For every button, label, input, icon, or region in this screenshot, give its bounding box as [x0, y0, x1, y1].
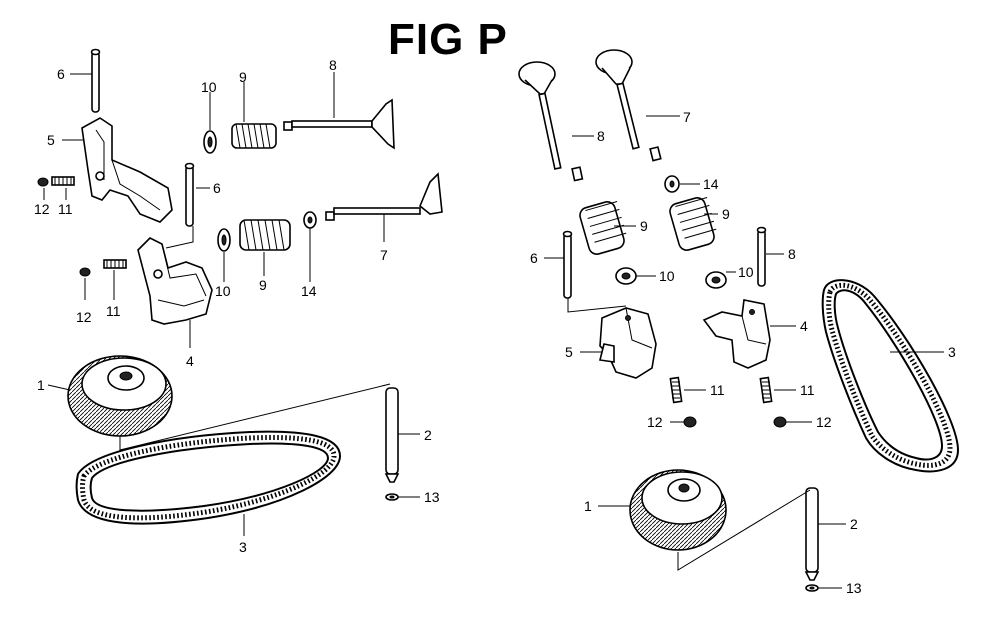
callout-2-shaft-right: 2: [850, 516, 858, 532]
callout-10-retainer-lower-left: 10: [215, 283, 231, 299]
washer-13-left: [385, 493, 399, 501]
timing-belt-3-right: [821, 279, 960, 473]
callout-8-valve-right: 8: [597, 128, 605, 144]
rocker-arm-5-right: [599, 307, 657, 379]
callout-8-valve-left: 8: [329, 57, 337, 73]
adjusting-screw-11-right-b: [759, 376, 773, 404]
callout-3-belt-right: 3: [948, 344, 956, 360]
shaft-2-right: [804, 487, 820, 581]
callout-9-spring-lower-left: 9: [259, 277, 267, 293]
callout-13-washer-left: 13: [424, 489, 440, 505]
valve-seal-14-right: [664, 175, 680, 193]
nut-12-right-a: [683, 416, 697, 428]
callout-11-screw-upper-left: 11: [58, 201, 73, 217]
valve-spring-9-upper-left: [231, 123, 277, 149]
callout-6-bolt-upper-left: 6: [57, 66, 65, 82]
callout-5-rocker-right: 5: [565, 344, 573, 360]
cam-pulley-1-right: [629, 469, 727, 551]
leader-lines-right: [544, 115, 944, 589]
valve-spring-9-right-b: [669, 196, 717, 251]
bolt-6-lower-left: [184, 162, 195, 227]
bolt-6-right-a: [562, 230, 573, 299]
spring-retainer-10-upper-left: [203, 130, 217, 154]
callout-1-pulley-left: 1: [37, 377, 45, 393]
nut-12-upper-left: [37, 177, 49, 187]
nut-12-lower-left: [79, 267, 91, 277]
callout-4-rocker-right: 4: [800, 318, 808, 334]
timing-belt-3-left: [75, 430, 342, 525]
spring-retainer-10-right-a: [615, 267, 637, 285]
valve-8-left: [283, 98, 395, 150]
callout-1-pulley-right: 1: [584, 498, 592, 514]
rocker-arm-5-left: [81, 117, 173, 223]
callout-4-rocker-left: 4: [186, 353, 194, 369]
callout-9-spring-right-a: 9: [640, 218, 648, 234]
callout-14-seal-left: 14: [301, 283, 317, 299]
callout-12-nut-right-b: 12: [816, 414, 832, 430]
valve-8-right: [518, 61, 584, 182]
callout-3-belt-left: 3: [239, 539, 247, 555]
callout-12-nut-upper-left: 12: [34, 201, 50, 217]
callout-11-screw-right-b: 11: [800, 382, 815, 398]
leader-lines-left: [43, 72, 420, 536]
valve-spring-9-right-a: [579, 200, 627, 255]
figure-title: FIG P: [388, 15, 508, 64]
callout-13-washer-right: 13: [846, 580, 862, 596]
callout-5-rocker-left: 5: [47, 132, 55, 148]
spring-retainer-10-lower-left: [217, 228, 231, 252]
valve-7-right: [595, 49, 662, 162]
cam-pulley-1-left: [67, 355, 173, 437]
callout-10-retainer-right-b: 10: [738, 264, 754, 280]
callout-11-screw-right-a: 11: [710, 382, 725, 398]
bolt-6-upper-left: [90, 48, 101, 113]
adjusting-screw-11-lower-left: [103, 259, 127, 269]
callout-12-nut-lower-left: 12: [76, 309, 92, 325]
washer-13-right: [805, 584, 819, 592]
callout-10-retainer-right-a: 10: [659, 268, 675, 284]
callout-14-seal-right: 14: [703, 176, 719, 192]
callout-11-screw-lower-left: 11: [106, 303, 121, 319]
callout-10-retainer-upper-left: 10: [201, 79, 217, 95]
rocker-arm-4-right: [702, 299, 771, 369]
spring-retainer-10-right-b: [705, 271, 727, 289]
rocker-arm-4-left: [137, 237, 213, 325]
valve-spring-9-lower-left: [239, 219, 291, 251]
adjusting-screw-11-right-a: [669, 376, 683, 404]
callout-7-valve-right: 7: [683, 109, 691, 125]
callout-6-bolt-lower-left: 6: [213, 180, 221, 196]
valve-7-left: [325, 172, 443, 221]
callout-12-nut-right-a: 12: [647, 414, 663, 430]
bolt-6-right-b: [756, 226, 767, 287]
shaft-2-left: [384, 387, 400, 483]
callout-6-bolt-right-a: 6: [530, 250, 538, 266]
nut-12-right-b: [773, 416, 787, 428]
callout-2-shaft-left: 2: [424, 427, 432, 443]
valve-seal-14-left: [303, 211, 317, 229]
callout-9-spring-right-b: 9: [722, 206, 730, 222]
callout-7-valve-left: 7: [380, 247, 388, 263]
callout-8-bolt-right-b: 8: [788, 246, 796, 262]
adjusting-screw-11-upper-left: [51, 176, 75, 186]
callout-9-spring-upper-left: 9: [239, 69, 247, 85]
